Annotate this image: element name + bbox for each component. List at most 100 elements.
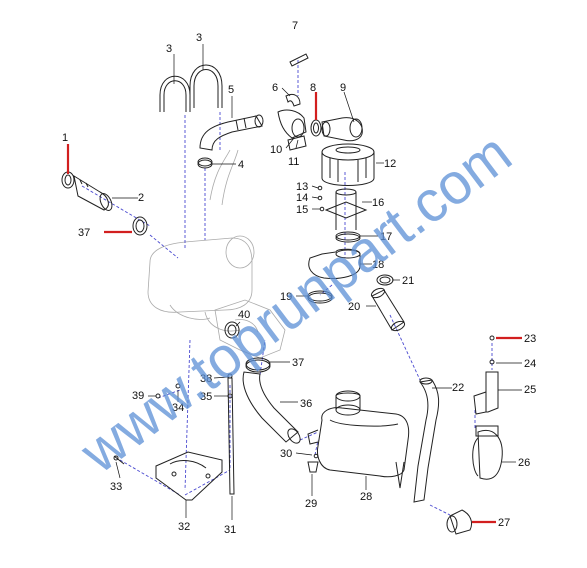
- svg-text:18: 18: [372, 259, 384, 271]
- callout-16: 16: [372, 197, 384, 209]
- part-27-hose-end: [446, 509, 473, 535]
- part-12-precleaner: [321, 143, 375, 186]
- svg-text:3: 3: [166, 43, 172, 55]
- callout-12: 12: [384, 158, 396, 170]
- callout-22: 22: [452, 382, 464, 394]
- callout-26: 26: [518, 457, 530, 469]
- svg-text:15: 15: [296, 204, 308, 216]
- callout-5: 5: [228, 84, 234, 96]
- part-40-clamp: [224, 321, 240, 339]
- parts: [61, 53, 503, 535]
- part-15-nut: [319, 206, 325, 212]
- svg-text:32: 32: [178, 521, 190, 533]
- callout-2: 2: [138, 192, 144, 204]
- part-22-long-hose: [413, 377, 440, 503]
- part-38-bolt: [227, 373, 233, 379]
- part-34-screw: [175, 383, 181, 389]
- callout-28: 28: [360, 491, 372, 503]
- callout-3a: 3: [166, 43, 172, 55]
- part-32-bracket: [155, 451, 223, 501]
- svg-text:36: 36: [300, 398, 312, 410]
- svg-text:31: 31: [224, 524, 236, 536]
- svg-text:5: 5: [228, 84, 234, 96]
- svg-text:8: 8: [310, 82, 316, 94]
- callout-38: 38: [200, 373, 212, 385]
- svg-text:19: 19: [280, 291, 292, 303]
- callout-37b: 37: [292, 357, 304, 369]
- svg-text:13: 13: [296, 181, 308, 193]
- part-9-elbow-hose: [321, 117, 363, 142]
- callout-labels: 1 2 3 3 4 5 6 7 8 9 10 11 12 13 14 15 16…: [62, 20, 536, 536]
- callout-9: 9: [340, 82, 346, 94]
- part-5-intake-pipe: [199, 114, 264, 151]
- part-11-bracket: [287, 135, 307, 151]
- svg-text:23: 23: [524, 333, 536, 345]
- part-37-clamp-b: [245, 357, 271, 373]
- svg-text:37: 37: [78, 227, 90, 239]
- callout-27: 27: [498, 517, 510, 529]
- part-14-washer: [317, 195, 323, 201]
- callout-40: 40: [238, 309, 250, 321]
- callout-29: 29: [305, 498, 317, 510]
- part-6-elbow: [285, 93, 301, 107]
- callout-37a: 37: [78, 227, 90, 239]
- svg-text:28: 28: [360, 491, 372, 503]
- callout-32: 32: [178, 521, 190, 533]
- svg-text:37: 37: [292, 357, 304, 369]
- svg-text:17: 17: [380, 231, 392, 243]
- svg-text:6: 6: [272, 82, 278, 94]
- callout-23: 23: [524, 333, 536, 345]
- callout-24: 24: [524, 358, 536, 370]
- svg-text:35: 35: [200, 391, 212, 403]
- callout-18: 18: [372, 259, 384, 271]
- part-4-clamp: [197, 157, 213, 169]
- callout-34: 34: [172, 402, 184, 414]
- callout-20: 20: [348, 301, 360, 313]
- part-25-bracket: [473, 371, 499, 415]
- part-2-reducer-hose: [73, 174, 113, 211]
- svg-text:3: 3: [196, 32, 202, 44]
- part-8-clamp: [310, 119, 322, 137]
- part-23-bolt: [489, 335, 495, 341]
- assembly-lines: [81, 60, 493, 516]
- callout-17: 17: [380, 231, 392, 243]
- callout-31: 31: [224, 524, 236, 536]
- svg-text:14: 14: [296, 192, 308, 204]
- svg-text:30: 30: [280, 448, 292, 460]
- svg-text:16: 16: [372, 197, 384, 209]
- svg-text:4: 4: [238, 159, 244, 171]
- part-3-u-bolt-b: [189, 64, 223, 108]
- part-33-bolt: [113, 455, 125, 465]
- svg-text:24: 24: [524, 358, 536, 370]
- svg-text:21: 21: [402, 275, 414, 287]
- svg-text:22: 22: [452, 382, 464, 394]
- part-10-adapter: [277, 109, 307, 139]
- svg-text:34: 34: [172, 402, 184, 414]
- callout-11: 11: [288, 156, 299, 168]
- callout-10: 10: [270, 144, 282, 156]
- callout-36: 36: [300, 398, 312, 410]
- part-1-hose-clamp: [61, 171, 75, 189]
- part-16-tube-flange: [324, 188, 368, 230]
- svg-text:7: 7: [292, 20, 298, 32]
- svg-text:12: 12: [384, 158, 396, 170]
- callout-8: 8: [310, 82, 316, 94]
- callout-21: 21: [402, 275, 414, 287]
- part-30-screw: [313, 453, 319, 459]
- svg-text:2: 2: [138, 192, 144, 204]
- part-36-air-hose: [242, 371, 301, 444]
- part-13-bolt: [317, 185, 323, 191]
- part-26-mounting-strap: [472, 425, 503, 480]
- svg-text:9: 9: [340, 82, 346, 94]
- callout-1: 1: [62, 132, 68, 144]
- callout-39: 39: [132, 390, 144, 402]
- svg-text:40: 40: [238, 309, 250, 321]
- callout-6: 6: [272, 82, 278, 94]
- svg-text:29: 29: [305, 498, 317, 510]
- svg-text:26: 26: [518, 457, 530, 469]
- part-31-rod: [227, 377, 235, 495]
- callout-4: 4: [238, 159, 244, 171]
- callout-3b: 3: [196, 32, 202, 44]
- callout-19: 19: [280, 291, 292, 303]
